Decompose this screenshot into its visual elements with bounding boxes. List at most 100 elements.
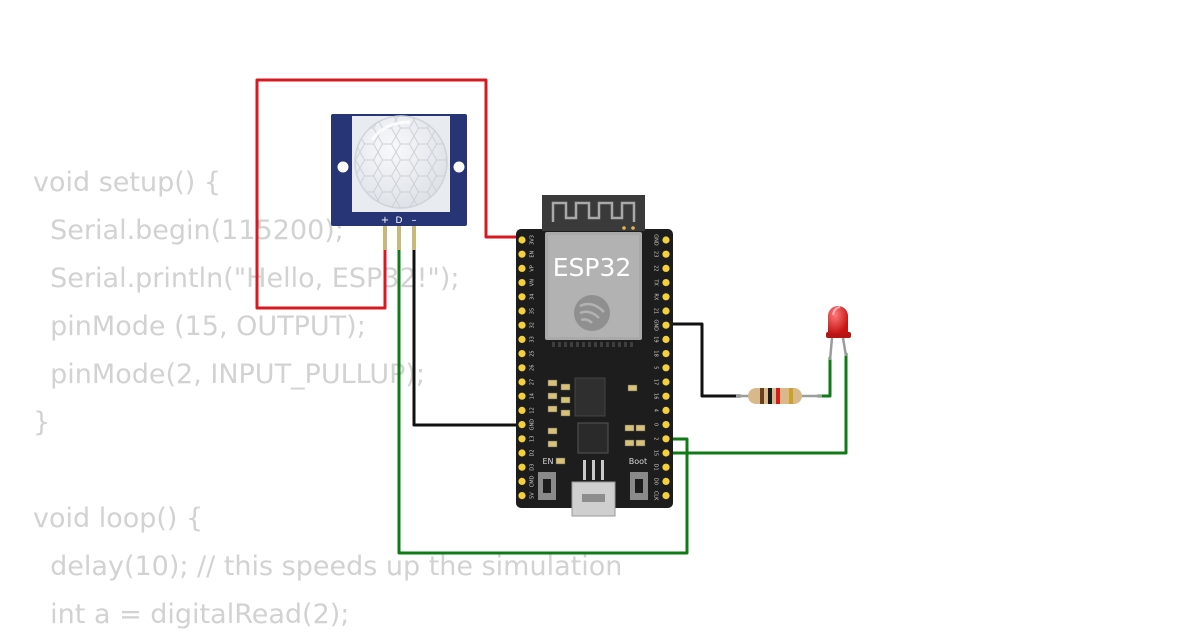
header-pin-label: 5 — [653, 366, 659, 369]
led-cathode-leg — [828, 337, 834, 361]
wire-green-pir-signal[interactable] — [397, 224, 689, 555]
esp32-antenna — [542, 195, 645, 231]
esp32-module-label: ESP32 — [553, 253, 632, 282]
led-body — [828, 306, 848, 334]
header-pin[interactable] — [518, 463, 526, 471]
header-pin-label: 14 — [530, 393, 536, 399]
header-pin-label: 19 — [653, 336, 659, 342]
header-pin-label: 26 — [530, 365, 536, 371]
header-pin[interactable] — [662, 293, 670, 301]
pir-pin-d-label: D — [396, 216, 403, 226]
voltage-regulator — [574, 377, 606, 417]
boot-label: Boot — [629, 457, 647, 466]
header-pin-label: 18 — [653, 350, 659, 356]
header-pin-label: 32 — [530, 322, 536, 328]
header-pin[interactable] — [518, 335, 526, 343]
header-pin[interactable] — [662, 321, 670, 329]
header-pin[interactable] — [662, 392, 670, 400]
wire-green-resistor-led[interactable] — [816, 356, 832, 398]
header-pin-label: TX — [653, 278, 659, 286]
header-pin-label: 16 — [653, 393, 659, 399]
header-pin[interactable] — [662, 335, 670, 343]
header-pin[interactable] — [518, 279, 526, 287]
header-pin[interactable] — [662, 364, 670, 372]
header-pin-label: VN — [530, 279, 536, 286]
resistor-body — [748, 388, 802, 404]
pir-pin-minus-label: – — [412, 215, 417, 226]
header-pin-label: CMD — [530, 475, 536, 487]
header-pin[interactable] — [518, 264, 526, 272]
header-pin-label: GND — [530, 419, 536, 431]
header-pin[interactable] — [518, 492, 526, 500]
header-pin-label: 25 — [530, 350, 536, 356]
wire-black-pir-gnd[interactable] — [412, 224, 522, 427]
header-pin[interactable] — [518, 477, 526, 485]
header-pin[interactable] — [662, 435, 670, 443]
header-pin[interactable] — [518, 321, 526, 329]
wires — [255, 78, 848, 555]
header-pin-label: 22 — [653, 265, 659, 271]
smd-components — [547, 379, 646, 465]
header-pin[interactable] — [662, 378, 670, 386]
header-pin[interactable] — [518, 307, 526, 315]
header-pin[interactable] — [518, 421, 526, 429]
en-label: EN — [542, 457, 553, 466]
usb-uart-chip — [577, 422, 609, 454]
header-pin-label: 12 — [530, 407, 536, 413]
header-pin[interactable] — [662, 421, 670, 429]
header-pin[interactable] — [662, 236, 670, 244]
mounting-hole — [453, 161, 465, 173]
wire-black-led-gnd[interactable] — [664, 322, 742, 398]
header-pin[interactable] — [662, 350, 670, 358]
header-pin[interactable] — [662, 250, 670, 258]
header-pin-label: 34 — [530, 294, 536, 300]
header-pin[interactable] — [518, 406, 526, 414]
resistor[interactable] — [736, 388, 822, 404]
antenna-trace — [551, 201, 636, 222]
header-pin[interactable] — [518, 392, 526, 400]
header-pin-label: CLK — [653, 491, 659, 501]
header-pin[interactable] — [518, 435, 526, 443]
header-pin[interactable] — [662, 463, 670, 471]
red-led[interactable] — [826, 306, 851, 361]
header-pin[interactable] — [518, 364, 526, 372]
header-pin[interactable] — [662, 264, 670, 272]
header-pin-label: 2 — [653, 437, 659, 440]
wire-green-led-signal[interactable] — [665, 352, 848, 455]
wire-red-power[interactable] — [255, 78, 524, 310]
header-pin-label: EN — [530, 250, 536, 257]
header-pin[interactable] — [518, 293, 526, 301]
header-pin-label: 15 — [653, 450, 659, 456]
header-pin[interactable] — [518, 350, 526, 358]
led-anode-leg — [841, 337, 848, 357]
mounting-hole — [337, 161, 349, 173]
header-pin-label: 33 — [530, 336, 536, 342]
header-pin-label: 4 — [653, 409, 659, 412]
header-pin[interactable] — [662, 279, 670, 287]
header-pin[interactable] — [662, 449, 670, 457]
header-pin-label: 35 — [530, 308, 536, 314]
header-pin-label: 21 — [653, 308, 659, 314]
header-pin[interactable] — [518, 378, 526, 386]
header-pin-label: RX — [653, 293, 659, 300]
header-pin-label: 17 — [653, 379, 659, 385]
header-pin[interactable] — [662, 307, 670, 315]
header-pin-label: 3V3 — [530, 235, 536, 245]
header-pin-label: D2 — [530, 449, 536, 456]
header-pin[interactable] — [662, 492, 670, 500]
header-pin-label: 0 — [653, 423, 659, 426]
header-pin-label: D3 — [530, 464, 536, 471]
header-pin-label: 27 — [530, 379, 536, 385]
header-pin[interactable] — [662, 477, 670, 485]
pir-sensor[interactable]: + D – — [331, 114, 467, 250]
header-pin-label: 5V — [530, 492, 536, 499]
header-pin-label: GND — [653, 234, 659, 246]
header-pin[interactable] — [662, 406, 670, 414]
header-pin[interactable] — [518, 250, 526, 258]
header-pin[interactable] — [518, 449, 526, 457]
header-pin-label: D0 — [653, 478, 659, 485]
header-pin[interactable] — [518, 236, 526, 244]
